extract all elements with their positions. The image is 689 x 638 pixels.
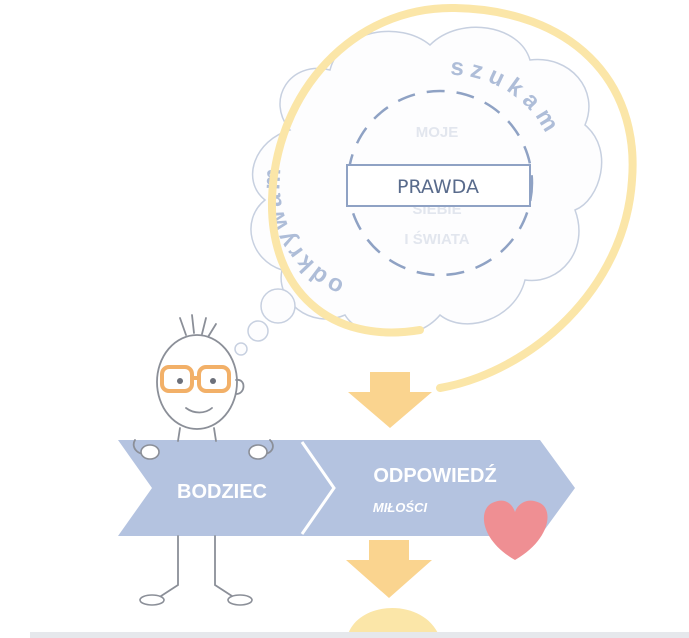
center-label: PRAWDA bbox=[397, 176, 479, 198]
right-eye bbox=[210, 378, 216, 384]
right-foot bbox=[227, 594, 253, 606]
highlight-ellipse bbox=[267, 3, 637, 392]
faded-line-1: MOJE bbox=[416, 124, 459, 141]
bottom-rule bbox=[30, 632, 689, 638]
flow-banner bbox=[118, 440, 575, 536]
dashed-ring bbox=[346, 89, 534, 277]
thought-bubble-small bbox=[234, 342, 248, 356]
flow-divider-chevron bbox=[300, 441, 336, 535]
faded-line-3: I ŚWIATA bbox=[404, 230, 469, 248]
bottom-highlight-dome bbox=[347, 607, 440, 638]
left-hand bbox=[140, 444, 160, 460]
response-sublabel: MIŁOŚCI bbox=[373, 500, 428, 515]
right-hand bbox=[248, 444, 268, 460]
stimulus-label: BODZIEC bbox=[177, 481, 267, 503]
response-label: ODPOWIEDŹ bbox=[373, 464, 496, 487]
down-arrow-lower bbox=[346, 540, 432, 598]
left-eye bbox=[177, 378, 183, 384]
thought-bubble-medium bbox=[247, 320, 269, 342]
heart-icon bbox=[483, 500, 548, 560]
center-label-box bbox=[346, 164, 531, 207]
down-arrow-upper bbox=[348, 372, 432, 428]
thought-bubble-large bbox=[260, 288, 296, 324]
left-foot bbox=[139, 594, 165, 606]
